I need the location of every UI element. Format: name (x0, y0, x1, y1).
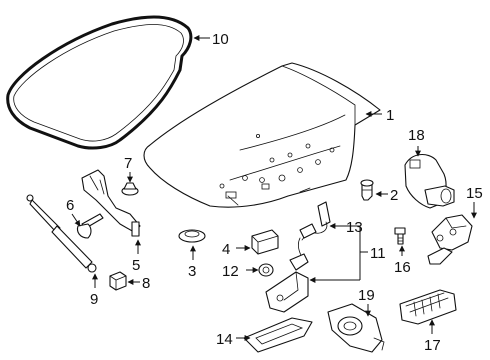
part-license-lamp (399, 289, 457, 325)
callout-16: 16 (394, 245, 411, 276)
callout-4: 4 (222, 241, 251, 258)
callout-14: 14 (216, 331, 251, 348)
callout-5: 5 (132, 239, 141, 274)
callout-label: 18 (408, 127, 425, 144)
callout-13: 13 (329, 219, 363, 236)
callout-7: 7 (124, 155, 133, 183)
part-hinge-bolt (76, 213, 104, 239)
part-weatherstrip-seal (6, 15, 193, 150)
callout-6: 6 (66, 197, 81, 227)
callout-19: 19 (358, 287, 375, 317)
callout-label: 1 (386, 107, 394, 124)
part-lock-actuator (265, 237, 309, 313)
part-hinge (81, 169, 141, 237)
callout-label: 9 (90, 291, 98, 308)
callout-label: 13 (346, 219, 363, 236)
callout-label: 14 (216, 331, 233, 348)
callout-label: 10 (212, 31, 229, 48)
callout-8: 8 (127, 275, 150, 292)
callout-label: 17 (424, 337, 441, 354)
callout-17: 17 (424, 319, 441, 354)
part-nut (258, 263, 274, 277)
part-pad (251, 229, 279, 255)
callout-10: 10 (193, 31, 229, 48)
callout-label: 16 (394, 259, 411, 276)
part-connector (299, 201, 331, 241)
part-bolt (394, 227, 406, 245)
callout-label: 2 (390, 187, 398, 204)
callout-15: 15 (466, 185, 483, 219)
callout-12: 12 (222, 263, 259, 280)
callout-label: 3 (188, 263, 196, 280)
part-latch (427, 214, 473, 265)
callout-label: 4 (222, 241, 230, 258)
callout-label: 12 (222, 263, 239, 280)
callout-label: 5 (132, 257, 140, 274)
callout-label: 15 (466, 185, 483, 202)
callout-11: 11 (309, 225, 386, 283)
callout-label: 8 (142, 275, 150, 292)
callout-18: 18 (408, 127, 425, 157)
callout-1: 1 (365, 107, 394, 124)
callout-label: 11 (370, 245, 386, 262)
callout-9: 9 (90, 273, 98, 308)
part-switch-housing (327, 303, 385, 353)
part-plug (178, 229, 206, 243)
part-clip (121, 182, 139, 196)
callout-label: 7 (124, 155, 132, 172)
part-bumper-block (109, 271, 127, 291)
callout-label: 6 (66, 197, 74, 214)
part-support-strut (26, 194, 97, 273)
part-handle-molding (243, 317, 313, 353)
part-bumper-stop (360, 179, 374, 201)
callout-label: 19 (358, 287, 375, 304)
callout-3: 3 (188, 245, 196, 280)
part-rear-camera (404, 154, 455, 209)
callout-2: 2 (375, 187, 398, 204)
part-trunk-lid (143, 62, 381, 208)
